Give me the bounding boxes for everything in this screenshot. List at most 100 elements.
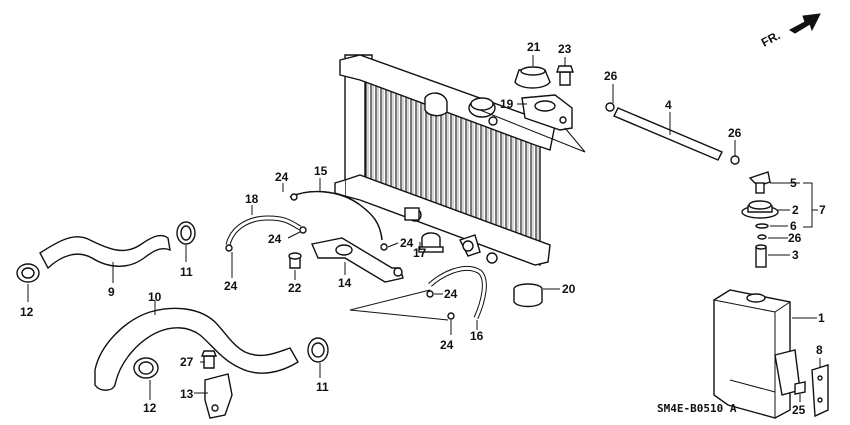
reserve-tank-group [713, 289, 801, 419]
callout-24-bottom: 24 [440, 338, 454, 352]
callout-25: 25 [792, 403, 806, 417]
reserve-tube [755, 246, 767, 268]
small-hoses-group [225, 190, 487, 320]
pipe-14-end [393, 267, 403, 277]
lower-radiator-hose [94, 307, 299, 391]
reserve-cap-top [748, 200, 772, 210]
direction-indicator: FR. [759, 13, 821, 50]
radiator-upper-bolt [488, 116, 498, 126]
lower-cushion [513, 289, 543, 308]
upper-bracket-bolt-head [556, 65, 574, 73]
clip-24-top [290, 193, 298, 201]
upper-bracket-bolt [559, 71, 571, 86]
clip-24-right [380, 243, 388, 251]
callout-1: 1 [818, 311, 825, 325]
tank-bolt [794, 381, 806, 395]
callout-3: 3 [792, 248, 799, 262]
radiator-lower-tank [344, 174, 551, 266]
hose-bracket-hole [211, 404, 219, 412]
reserve-tube-top [755, 244, 767, 250]
reserve-tank-neck [746, 293, 766, 303]
upper-bracket [521, 94, 573, 131]
upper-cushion-top [520, 66, 546, 76]
tank-bracket-hole-upper [817, 375, 823, 381]
reserve-cap-gasket [755, 223, 769, 229]
radiator-upper-inlet [424, 92, 448, 117]
callout-2: 2 [792, 203, 799, 217]
diagram-code: SM4E-B0510 A [657, 402, 737, 415]
lower-cushion-group [513, 283, 543, 308]
callout-labels: 1 2 3 4 5 6 7 8 9 10 11 11 12 12 13 14 1… [20, 40, 826, 417]
callout-19: 19 [500, 97, 514, 111]
leader-lines [27, 55, 821, 402]
callout-11-upper: 11 [180, 265, 193, 279]
front-direction-arrow-icon [788, 13, 821, 34]
callout-22: 22 [288, 281, 302, 295]
callout-17: 17 [413, 246, 427, 260]
tank-bracket-group [794, 364, 829, 418]
hose-bracket-bolt [203, 355, 215, 369]
hose-clamp-lower-right-inner [311, 342, 325, 358]
radiator-drain-plug [462, 240, 474, 252]
tank-bracket [811, 364, 829, 418]
callout-21: 21 [527, 40, 541, 54]
radiator-assembly [334, 54, 556, 267]
callout-9: 9 [108, 285, 115, 299]
upper-bracket-hole [534, 100, 556, 112]
callout-26-middle: 26 [728, 126, 742, 140]
radiator-lower-bracket [404, 207, 420, 221]
clip-24-bottom [447, 312, 455, 320]
callout-5: 5 [790, 176, 797, 190]
hose-clamp-17-base [418, 246, 444, 253]
callout-14: 14 [338, 276, 352, 290]
callout-27: 27 [180, 355, 194, 369]
tube-clip-lower [730, 155, 740, 165]
callout-18: 18 [245, 192, 259, 206]
callout-13: 13 [180, 387, 194, 401]
callout-23: 23 [558, 42, 572, 56]
clip-24-left [225, 244, 233, 252]
upper-hose-group [16, 221, 196, 283]
reserve-tank [713, 289, 791, 419]
callout-11-lower: 11 [316, 380, 329, 394]
reserve-tube-stem [755, 182, 765, 194]
callout-24-lower-right: 24 [444, 287, 458, 301]
callout-24-right: 24 [400, 236, 414, 250]
upper-bracket-bolt-hole [559, 116, 567, 124]
radiator-cap-top [470, 97, 494, 111]
tube-clip-upper [605, 102, 615, 112]
tank-bracket-hole-lower [817, 397, 823, 403]
clip-24-middle [299, 226, 307, 234]
callout-7: 7 [819, 203, 826, 217]
callout-24-left: 24 [224, 279, 238, 293]
callout-12-upper: 12 [20, 305, 34, 319]
overflow-tube [613, 107, 723, 161]
callout-16: 16 [470, 329, 484, 343]
overflow-tube-group [605, 102, 740, 165]
direction-label: FR. [759, 28, 783, 49]
upper-radiator-hose [39, 234, 171, 270]
upper-cushion-group [514, 65, 574, 131]
hose-clamp-upper-left-inner [21, 267, 35, 279]
callout-6: 6 [790, 219, 797, 233]
lower-hose-group [94, 307, 329, 419]
hose-bracket-lower [204, 373, 233, 419]
callout-4: 4 [665, 98, 672, 112]
clip-24-lower-right [426, 290, 434, 298]
hose-clamp-lower-left-inner [138, 361, 154, 375]
reserve-clip [757, 234, 767, 240]
callout-20: 20 [562, 282, 576, 296]
callout-10: 10 [148, 290, 162, 304]
callout-24-middle: 24 [268, 232, 282, 246]
pipe-14-boss [335, 244, 353, 256]
callout-12-lower: 12 [143, 401, 157, 415]
callout-24-top: 24 [275, 170, 289, 184]
bolt-22-head [288, 252, 302, 260]
callout-26-lower: 26 [788, 231, 802, 245]
hose-bracket-bolt-head [200, 350, 218, 357]
callout-26-upper: 26 [604, 69, 618, 83]
callout-8: 8 [816, 343, 823, 357]
radiator-lower-bolt [486, 252, 498, 264]
pipe-14 [311, 237, 404, 283]
